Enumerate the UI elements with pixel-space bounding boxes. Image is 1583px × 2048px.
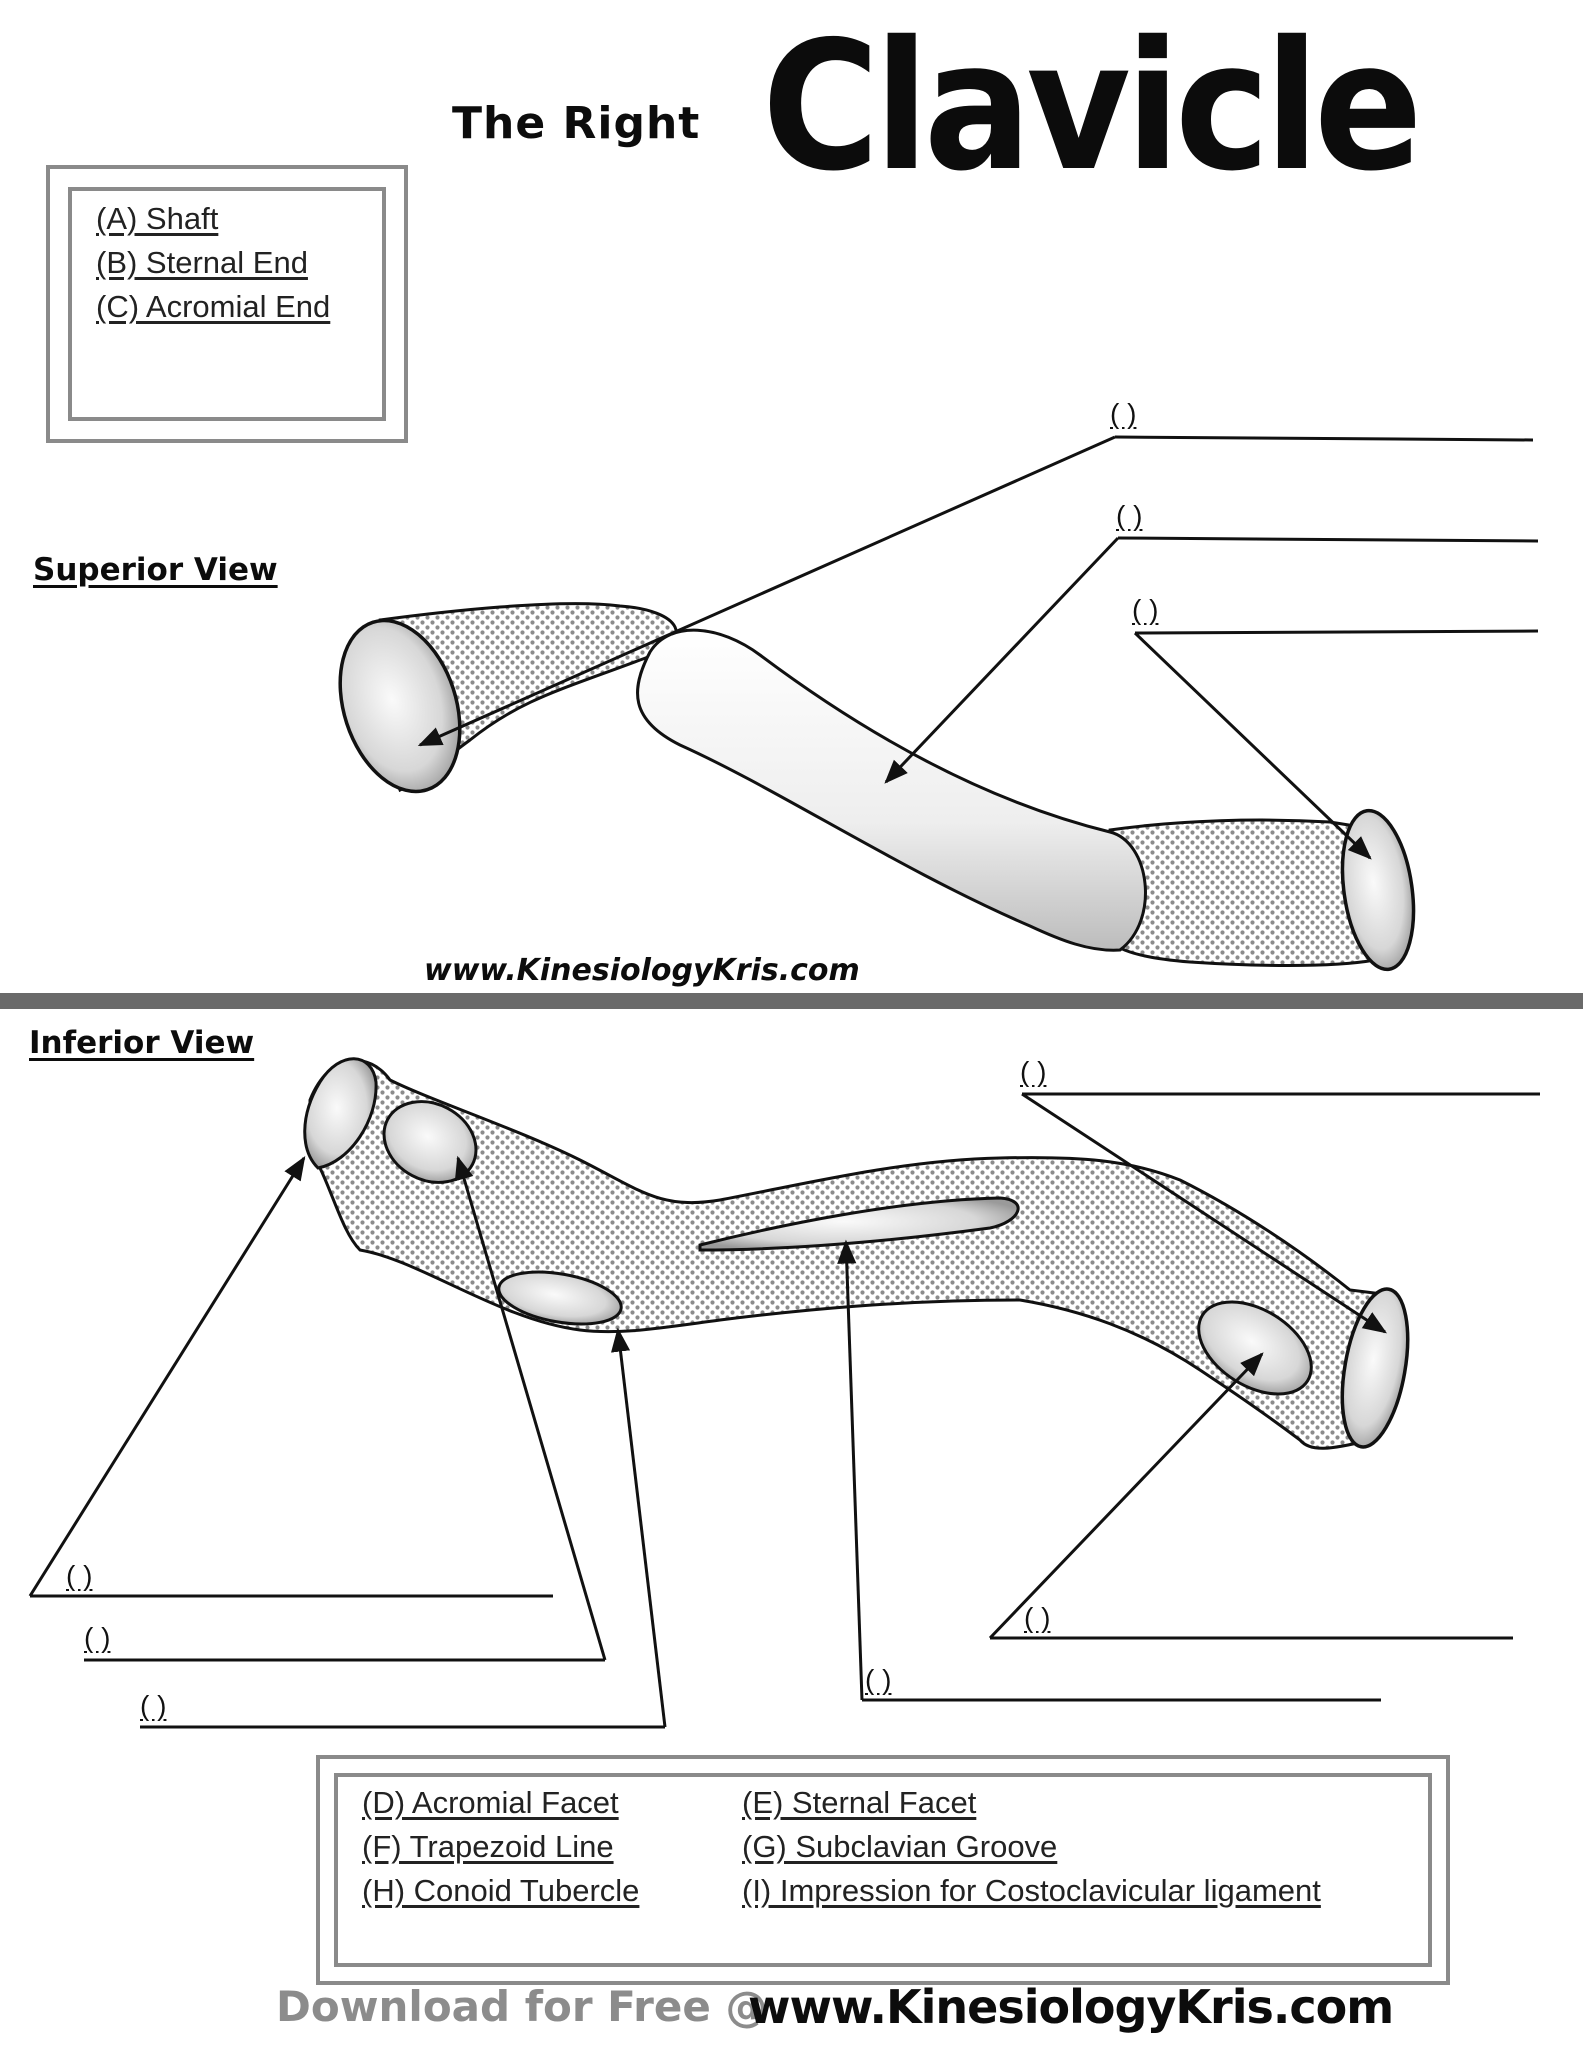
inferior-blank-3[interactable]: ( ) xyxy=(84,1622,111,1653)
bone-regions-key: (A) Shaft (B) Sternal End (C) Acromial E… xyxy=(46,165,408,443)
footer-url-link[interactable]: www.KinesiologyKris.com xyxy=(748,1980,1394,2034)
superior-clavicle-bone xyxy=(338,602,1416,972)
inferior-blank-1[interactable]: ( ) xyxy=(1020,1056,1047,1087)
key-item-acromial-end: (C) Acromial End xyxy=(96,289,331,324)
key-item-trapezoid-line: (F) Trapezoid Line xyxy=(362,1829,614,1864)
inferior-blank-6[interactable]: ( ) xyxy=(865,1664,892,1695)
key-item-shaft: (A) Shaft xyxy=(96,201,219,236)
inferior-blank-4[interactable]: ( ) xyxy=(140,1690,167,1721)
superior-view-label: Superior View xyxy=(33,552,278,588)
landmarks-key: (D) Acromial Facet (E) Sternal Facet (F)… xyxy=(316,1755,1450,1985)
download-text: Download for Free @ xyxy=(276,1982,768,2031)
title-prefix: The Right xyxy=(452,98,701,149)
key-item-conoid-tubercle: (H) Conoid Tubercle xyxy=(362,1873,640,1908)
key-item-costoclavicular-impression: (I) Impression for Costoclavicular ligam… xyxy=(742,1873,1321,1908)
inferior-blank-5[interactable]: ( ) xyxy=(1024,1602,1051,1633)
page-title: Clavicle xyxy=(762,3,1423,210)
superior-blank-1[interactable]: ( ) xyxy=(1110,398,1137,429)
landmarks-key-grid: (D) Acromial Facet (E) Sternal Facet (F)… xyxy=(362,1781,1321,1913)
inferior-leader-lines xyxy=(28,1092,1540,1729)
key-list: (A) Shaft (B) Sternal End (C) Acromial E… xyxy=(96,197,330,329)
superior-leader-lines xyxy=(417,435,1539,860)
key-item-subclavian-groove: (G) Subclavian Groove xyxy=(742,1829,1058,1864)
inferior-blank-2[interactable]: ( ) xyxy=(66,1560,93,1591)
key2-inner-frame xyxy=(334,1773,1432,1967)
inferior-clavicle-bone xyxy=(303,1057,1410,1450)
superior-blank-2[interactable]: ( ) xyxy=(1116,500,1143,531)
key-item-acromial-facet: (D) Acromial Facet xyxy=(362,1785,619,1820)
key-item-sternal-facet: (E) Sternal Facet xyxy=(742,1785,977,1820)
superior-blank-3[interactable]: ( ) xyxy=(1132,594,1159,625)
key-item-sternal-end: (B) Sternal End xyxy=(96,245,308,280)
section-divider xyxy=(0,993,1583,1009)
key-inner-frame xyxy=(68,187,386,421)
watermark-url: www.KinesiologyKris.com xyxy=(424,953,860,988)
inferior-view-label: Inferior View xyxy=(29,1025,255,1061)
